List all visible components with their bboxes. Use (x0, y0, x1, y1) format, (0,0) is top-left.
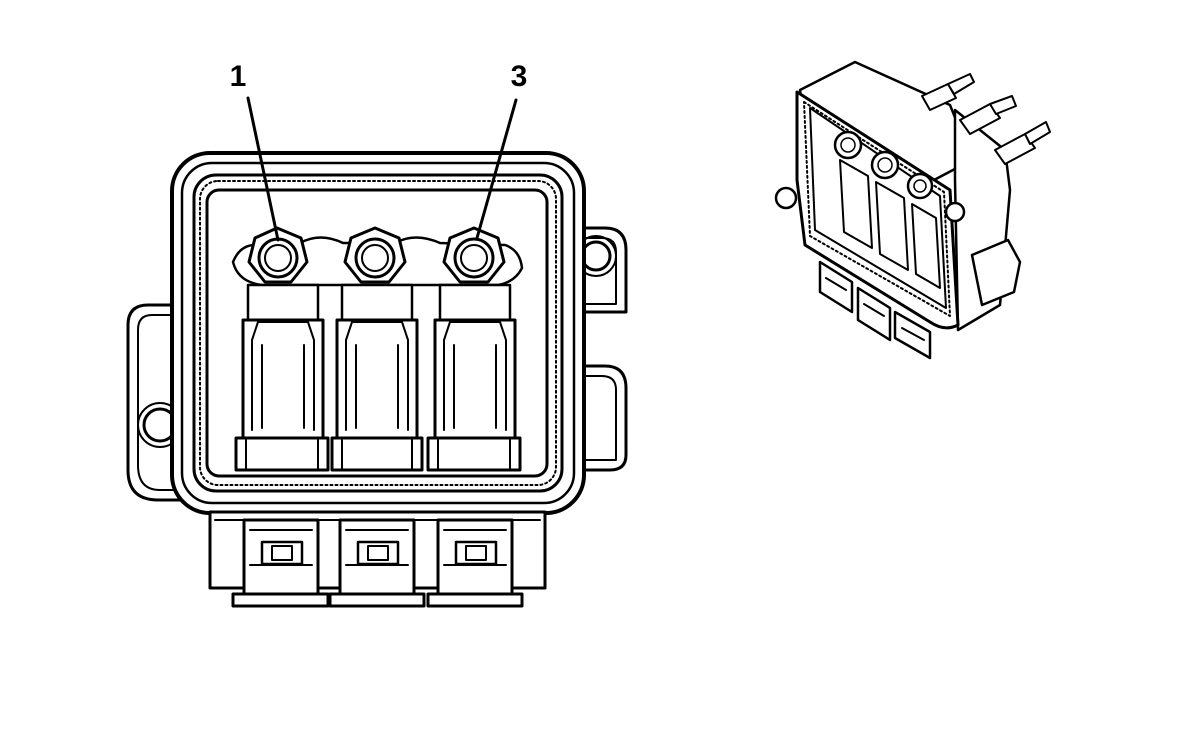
iso-stud-1 (921, 73, 975, 111)
cable-connector-2 (328, 518, 426, 608)
isometric-view (774, 60, 1051, 360)
callout-3-leader (475, 98, 518, 240)
terminal-1 (234, 226, 330, 472)
iso-right-mount-hole (944, 201, 966, 223)
iso-left-mount-hole (774, 186, 798, 210)
iso-terminal-3 (906, 172, 941, 289)
callout-3-label: 3 (511, 60, 528, 93)
iso-terminal-2 (870, 150, 909, 271)
iso-stud-3 (994, 121, 1051, 165)
right-mount-hole (580, 240, 612, 272)
terminal-3 (426, 226, 522, 472)
iso-side-boss (970, 238, 1022, 307)
iso-bottom-connectors (818, 260, 932, 360)
cable-connector-1 (231, 518, 330, 608)
cable-connector-3 (426, 518, 524, 608)
callout-1-leader (246, 96, 280, 242)
front-view: 1 3 (126, 60, 628, 608)
terminal-2 (330, 226, 424, 472)
iso-stud-2 (959, 95, 1017, 135)
right-mounting-ear-bottom (576, 364, 628, 472)
iso-terminal-1 (833, 130, 873, 249)
gasket-seal (199, 180, 557, 486)
callout-1-label: 1 (230, 60, 247, 93)
